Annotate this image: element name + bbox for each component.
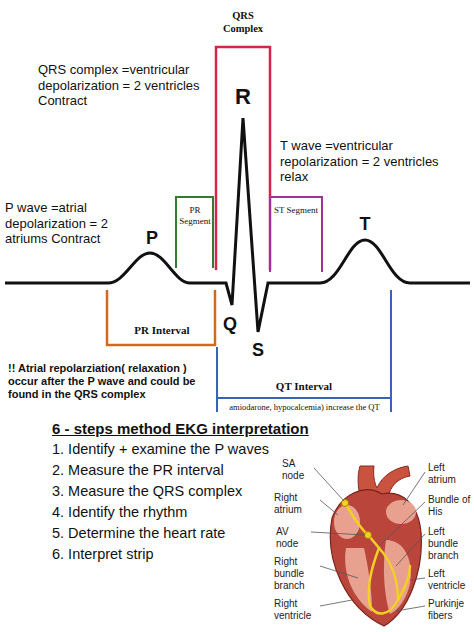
wave-letter: P [142,228,162,250]
step-item: 3. Measure the QRS complex [52,483,272,500]
anatomy-label: Left atrium [428,462,472,486]
purkinje-fibers [370,600,398,614]
anatomy-label: SA node [282,458,312,482]
left-bundle-branch [379,548,398,600]
step-item: 5. Determine the heart rate [52,525,272,542]
bracket-label: PR Segment [177,205,213,227]
bracket-label: PR Interval [112,324,212,337]
qt-interval-line [217,397,391,399]
wave-note: QRS complex =ventricular depolarization … [38,62,210,109]
right-ventricle-chamber [345,548,372,612]
wave-note: T wave =ventricular repolarization = 2 v… [280,138,470,185]
heart-illustration [330,466,421,626]
st-segment-bracket [270,197,322,272]
leader-line [403,472,425,505]
qt-note: amiodarone, hypocalcemia) increase the Q… [222,402,387,412]
step-item: 4. Identify the rhythm [52,504,272,521]
leader-line [379,502,425,546]
leader-line [396,534,425,566]
leader-line [311,532,365,535]
ecg-trace [5,118,470,332]
sa-node-dot [342,500,349,507]
conduction-system [345,503,410,614]
anatomy-label: Bundle of His [428,494,472,518]
qt-interval-line [390,290,392,412]
wave-letter: Q [220,314,240,336]
wave-letter: S [248,340,268,362]
anatomy-label: Right atrium [274,492,318,516]
leader-lines [311,468,425,611]
wave-letter: T [355,214,375,236]
anatomy-label: Right ventricle [274,598,318,622]
anatomy-label: Purkinje fibers [428,598,472,622]
leader-line [320,500,338,515]
step-item: 2. Measure the PR interval [52,462,272,479]
wave-letter: R [231,84,255,110]
step-item: 6. Interpret strip [52,546,272,563]
right-bundle-branch [369,548,379,606]
anatomy-label: Left bundle branch [428,526,472,562]
bracket-label: ST Segment [272,205,320,216]
wave-note: P wave =atrial depolarization = 2 atrium… [5,200,140,247]
av-node-dot [365,532,372,539]
bracket-label: QT Interval [254,380,354,393]
qrs-bracket [216,47,270,270]
purkinje-fibers [398,566,410,600]
warning-note: !! Atrial repolarziation( relaxation ) o… [8,362,213,402]
anatomy-label: Right bundle branch [274,556,318,592]
qt-interval-line [216,347,218,412]
left-atrium-chamber [386,500,416,524]
leader-line [396,606,425,611]
leader-line [320,566,358,578]
section-heading: 6 - steps method EKG interpretation [52,420,352,438]
internodal-path [345,503,368,535]
leader-line [410,578,425,580]
bracket-label: QRS Complex [218,10,268,35]
heart-body [330,490,421,626]
step-item: 1. Identify + examine the P waves [52,441,272,458]
pr-interval-bracket [107,290,215,345]
pr-segment-bracket [176,197,213,268]
anatomy-label: Left ventricle [428,568,472,592]
leader-line [320,600,352,606]
leader-line [314,468,344,501]
ecg-brackets [107,47,391,412]
anatomy-label: AV node [276,526,308,550]
